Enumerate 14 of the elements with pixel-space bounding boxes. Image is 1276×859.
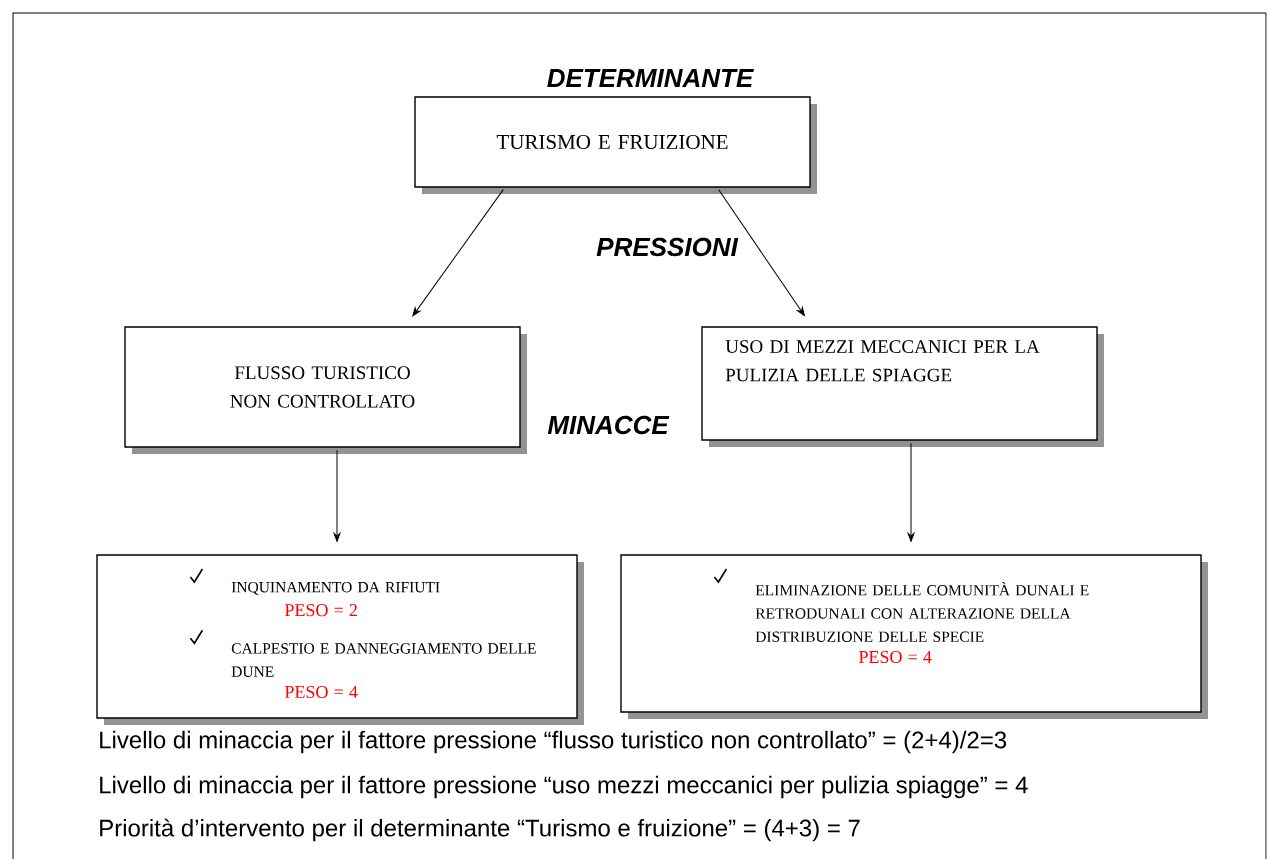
list-box: ELIMINAZIONE DELLE COMUNITÀ DUNALI E RETRODUNALI CON ALTERAZIONE DELLA DISTRIBUZIONE DELLE SPECIE PESO = 4	[620, 554, 1208, 719]
arrow	[907, 442, 915, 542]
process-box: TURISMO E FRUIZIONE	[414, 96, 817, 194]
list-box: INQUINAMENTO DA RIFIUTI PESO = 2 CALPESTIO E DANNEGGIAMENTO DELLE DUNE PESO = 4	[96, 554, 584, 725]
note-text: Livello di minaccia per il fattore pressione “uso mezzi meccanici per pulizia spiagge” = 4	[100, 775, 1028, 799]
process-box: USO DI MEZZI MECCANICI PER LA PULIZIA DELLE SPIAGGE	[701, 326, 1104, 447]
section-heading: PRESSIONI	[596, 237, 739, 257]
arrow	[333, 449, 341, 542]
note-text: Livello di minaccia per il fattore pressione “flusso turistico non controllato” = (2+4)/2=3	[100, 730, 1007, 754]
section-heading: MINACCE	[547, 415, 670, 435]
arrow	[718, 189, 805, 317]
process-box: FLUSSO TURISTICO NON CONTROLLATO	[124, 326, 527, 454]
note-text: Priorità d’intervento per il determinante “Turismo e fruizione” = (4+3) = 7	[100, 818, 860, 842]
arrow	[412, 189, 504, 317]
